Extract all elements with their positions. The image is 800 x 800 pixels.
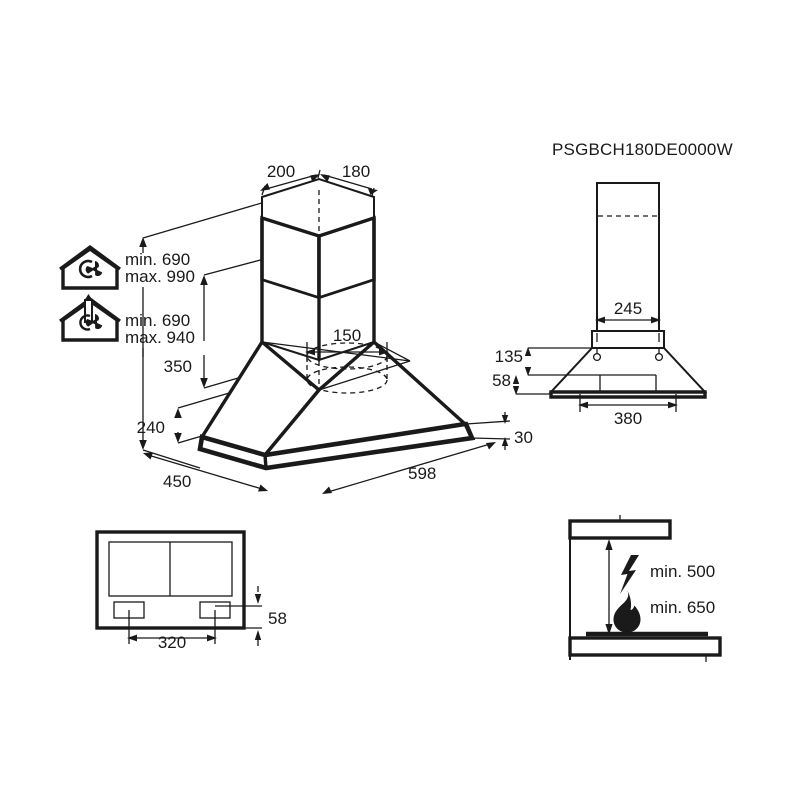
safety-hood-slab bbox=[568, 519, 672, 540]
page-title: PSGBCH180DE0000W bbox=[552, 140, 733, 159]
front-bottom-slab bbox=[549, 390, 707, 399]
bottom-depth-label: 58 bbox=[268, 609, 287, 628]
front-canopy-rim-height-label: 58 bbox=[492, 371, 511, 390]
hood-width-label: 598 bbox=[408, 464, 436, 483]
chimney-height-dimension: 350 bbox=[164, 257, 269, 389]
recirculation-max-label: max. 990 bbox=[125, 267, 195, 286]
front-canopy-slope-height-label: 135 bbox=[495, 347, 523, 366]
front-filter-width-label: 380 bbox=[614, 409, 642, 428]
front-canopy-slope-height-dimension: 135 bbox=[495, 347, 600, 376]
house-extraction-icon bbox=[59, 294, 121, 342]
front-canopy-rim-height-dimension: 58 bbox=[492, 371, 551, 395]
overall-height-dimension bbox=[139, 201, 266, 469]
extraction-min-label: min. 690 bbox=[125, 311, 190, 330]
gas-hob-distance-label: min. 650 bbox=[650, 598, 715, 617]
front-chimney-collar bbox=[591, 330, 665, 349]
chimney-height-label: 350 bbox=[164, 357, 192, 376]
hood-isometric-body bbox=[197, 177, 476, 471]
canopy-height-label: 240 bbox=[137, 418, 165, 437]
mounting-hole-spacing-dimension: 320 bbox=[127, 610, 217, 652]
mounting-hole-spacing-label: 320 bbox=[158, 633, 186, 652]
recirculation-min-label: min. 690 bbox=[125, 250, 190, 269]
canopy-hook-right-icon bbox=[654, 348, 664, 362]
duct-diameter-dimension: 150 bbox=[305, 326, 389, 362]
front-chimney-base-width-label: 245 bbox=[614, 299, 642, 318]
extraction-max-label: max. 940 bbox=[125, 328, 195, 347]
chimney-lower-width-label: 180 bbox=[342, 162, 370, 181]
chimney-upper-width-label: 200 bbox=[267, 162, 295, 181]
fan-glyph bbox=[85, 314, 103, 330]
hood-width-dimension: 598 bbox=[322, 442, 496, 494]
house-recirculation-icon bbox=[59, 245, 121, 290]
electric-hob-distance-label: min. 500 bbox=[650, 562, 715, 581]
rim-thickness-label: 30 bbox=[514, 428, 533, 447]
front-canopy bbox=[548, 347, 708, 393]
hood-depth-label: 450 bbox=[163, 472, 191, 491]
duct-diameter-label: 150 bbox=[333, 326, 361, 345]
chimney-top-dimensions: 200 180 bbox=[260, 162, 378, 197]
front-filter-width-dimension: 380 bbox=[578, 394, 678, 428]
bottom-plan-view bbox=[95, 530, 246, 630]
fan-glyph bbox=[85, 261, 103, 277]
front-chimney-base-width-dimension: 245 bbox=[595, 299, 661, 342]
front-elevation-view bbox=[548, 182, 708, 399]
safety-hob-slab bbox=[568, 636, 722, 657]
rim-thickness-dimension: 30 bbox=[465, 412, 533, 450]
flame-icon bbox=[613, 590, 641, 633]
lightning-bolt-icon bbox=[620, 555, 639, 594]
hood-depth-dimension: 450 bbox=[143, 452, 268, 492]
safety-distance-diagram: min. 500 min. 650 bbox=[568, 515, 722, 662]
canopy-hook-left-icon bbox=[592, 348, 602, 362]
bottom-depth-dimension: 58 bbox=[215, 586, 287, 646]
